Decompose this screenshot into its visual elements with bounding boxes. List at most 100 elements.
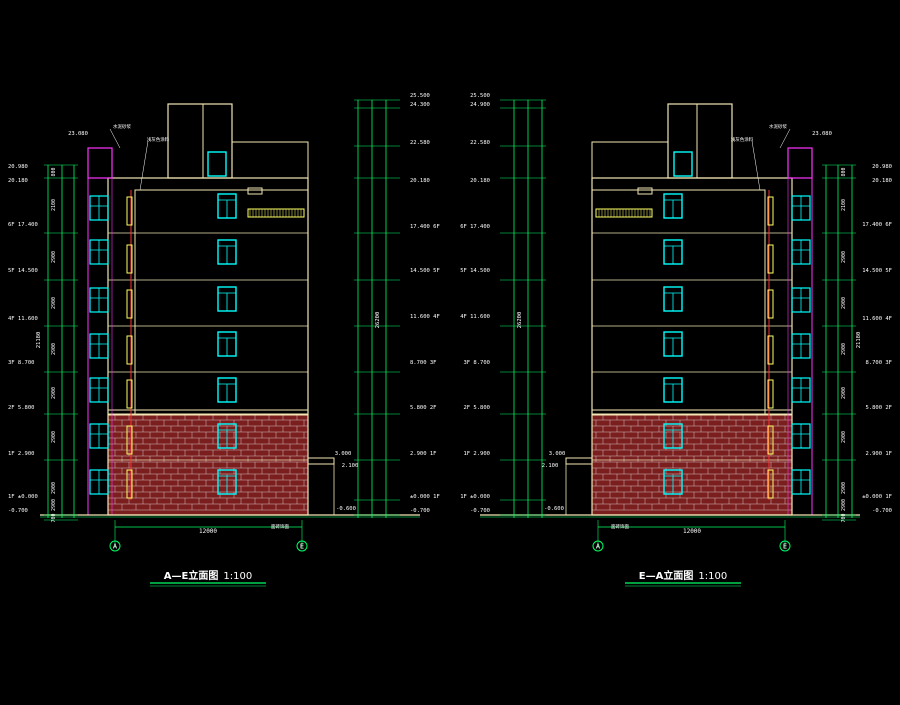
canopy-mark: 3.000 — [335, 451, 352, 457]
canopy-mark: 2.100 — [542, 463, 559, 469]
top-elevation-mark: 23.080 — [812, 131, 832, 137]
stair-tower — [667, 103, 733, 179]
balcony-slot — [767, 379, 774, 409]
balcony-slot — [126, 335, 133, 365]
elevation-mark: 1F 2.900 — [8, 451, 35, 457]
balcony-slot — [126, 469, 133, 499]
upper-facade — [591, 189, 766, 415]
elevation-mark: 4F 11.600 — [8, 316, 38, 322]
floor-dimension: 2900 — [51, 297, 57, 309]
elevation-mark: -0.700 — [470, 508, 490, 514]
elevation-mark: ±0.000 1F — [862, 494, 892, 500]
floor-dimension: 2100 — [841, 199, 847, 211]
canopy-mark: 3.000 — [549, 451, 566, 457]
balcony-slot — [767, 425, 774, 455]
elevation-mark: 1F ±0.000 — [460, 494, 490, 500]
axis-bubble — [109, 540, 121, 552]
axis-bubble — [779, 540, 791, 552]
floor-dimension: 2900 — [841, 431, 847, 443]
terrace-railing — [247, 208, 305, 218]
floor-dimension: 2900 — [51, 387, 57, 399]
balcony-slot — [126, 425, 133, 455]
material-note: 浅灰色涂料 — [147, 136, 170, 143]
roof-room — [591, 141, 669, 179]
upper-facade — [134, 189, 309, 415]
elevation-mark: -0.700 — [8, 508, 28, 514]
stair-tower — [167, 103, 233, 179]
floor-dimension: 700 — [51, 513, 57, 522]
elevation-mark: 5.800 2F — [410, 405, 437, 411]
total-height: 26200 — [517, 312, 523, 329]
total-height: 21180 — [856, 332, 862, 349]
elevation-mark: 14.500 5F — [410, 268, 440, 274]
elevation-mark: 8.700 3F — [866, 360, 893, 366]
elevation-mark: 6F 17.400 — [8, 222, 38, 228]
overall-width-label: 12000 — [683, 528, 701, 535]
elevation-mark: 4F 11.600 — [460, 314, 490, 320]
roof-vent — [637, 187, 653, 195]
elevation-mark: 1F ±0.000 — [8, 494, 38, 500]
balcony-slot — [767, 335, 774, 365]
balcony-slot — [767, 196, 774, 226]
axis-label: A — [596, 543, 601, 551]
parapet-column — [87, 147, 113, 179]
elevation-mark: ±0.000 1F — [410, 494, 440, 500]
floor-dimension: 800 — [51, 167, 57, 176]
elevation-mark: 3F 8.700 — [8, 360, 35, 366]
elevation-mark: 25.500 — [470, 93, 490, 99]
elevation-mark: 17.400 6F — [410, 224, 440, 230]
axis-label: E — [300, 543, 304, 551]
elevation-mark: 11.600 4F — [410, 314, 440, 320]
balcony-slot — [126, 244, 133, 274]
leader-line — [109, 128, 121, 149]
brick-base — [107, 413, 309, 516]
elevation-mark: 25.500 — [410, 93, 430, 99]
floor-dimension: 800 — [841, 167, 847, 176]
canopy-mark: 2.100 — [342, 463, 359, 469]
axis-label: A — [113, 543, 118, 551]
elevation-mark: 20.180 — [872, 178, 892, 184]
elevation-mark: 20.180 — [470, 178, 490, 184]
total-height: 26200 — [375, 312, 381, 329]
roof-vent — [247, 187, 263, 195]
material-note: 水泥砂浆 — [113, 123, 131, 130]
elevation-mark: 2F 5.800 — [8, 405, 35, 411]
balcony-slot — [126, 379, 133, 409]
floor-dimension: 2900 — [841, 387, 847, 399]
elevation-mark: 22.580 — [410, 140, 430, 146]
cornice-band — [107, 409, 309, 416]
elevation-mark: 14.500 5F — [862, 268, 892, 274]
elevation-mark: 24.300 — [410, 102, 430, 108]
elevation-mark: 24.900 — [470, 102, 490, 108]
elevation-mark: -0.700 — [872, 508, 892, 514]
elevation-mark: -0.700 — [410, 508, 430, 514]
balcony-slot — [126, 196, 133, 226]
view-title-name: E—A立面图 — [639, 569, 694, 582]
axis-label: E — [783, 543, 787, 551]
floor-dimension: 2900 — [841, 343, 847, 355]
elevation-mark: 20.180 — [410, 178, 430, 184]
entrance-canopy — [307, 457, 335, 465]
view-scale: 1:100 — [223, 571, 252, 582]
roof-window — [673, 151, 693, 177]
balcony-slot — [767, 289, 774, 319]
ground-side-mark: -0.600 — [544, 506, 564, 512]
elevation-mark: 20.980 — [872, 164, 892, 170]
elevation-mark: 2.900 1F — [410, 451, 437, 457]
floor-dimension: 700 — [841, 513, 847, 522]
floor-dimension: 2900 — [841, 499, 847, 511]
axis-bubble — [592, 540, 604, 552]
balcony-slot — [767, 244, 774, 274]
material-note: 浅灰色涂料 — [731, 136, 754, 143]
elevation-mark: 20.980 — [8, 164, 28, 170]
brick-base — [591, 413, 793, 516]
elevation-mark: 22.580 — [470, 140, 490, 146]
axis-bubble — [296, 540, 308, 552]
elevation-mark: 1F 2.900 — [464, 451, 491, 457]
floor-dimension: 2100 — [51, 199, 57, 211]
